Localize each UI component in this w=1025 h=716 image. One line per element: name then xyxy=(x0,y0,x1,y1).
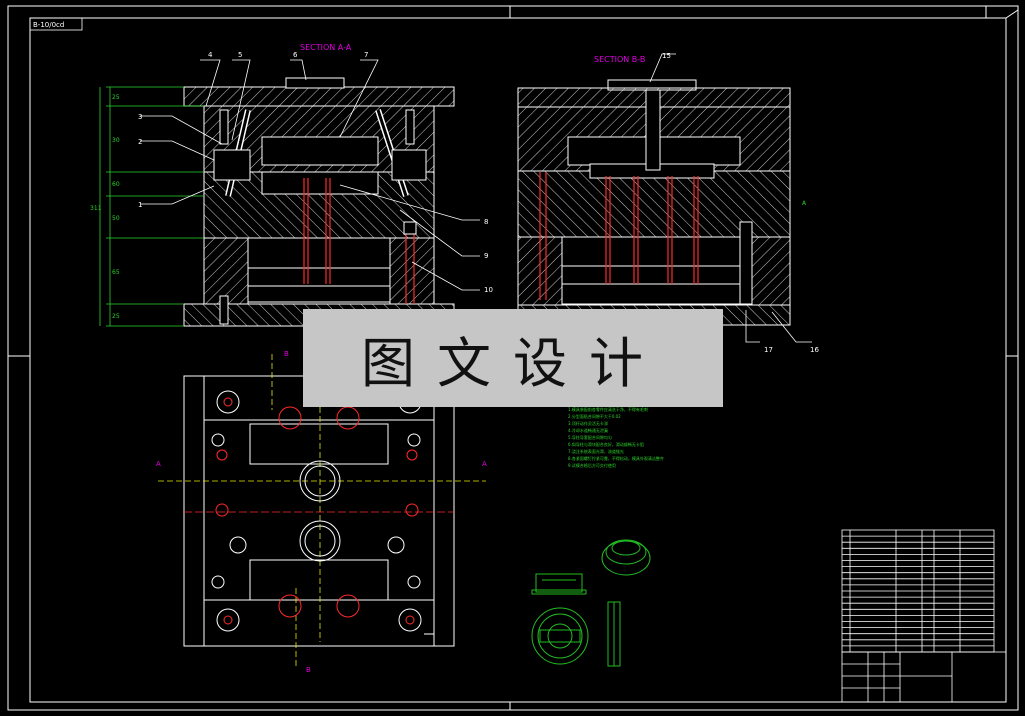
tech-note-line: 6.斜导柱与滑块配合良好，滑动顺畅无卡阻 xyxy=(568,441,644,447)
section-aa-title: SECTION A-A xyxy=(300,43,352,52)
tech-note-line: 3.顶杆动作灵活无卡滞 xyxy=(568,420,608,426)
part-number: 16 xyxy=(810,346,819,354)
part-number: 8 xyxy=(484,218,488,226)
dim-label: 50 xyxy=(112,215,120,222)
dim-label: 25 xyxy=(112,94,120,101)
dim-label: 30 xyxy=(112,137,120,144)
section-marker: A xyxy=(482,460,487,468)
dim-label: 25 xyxy=(112,313,120,320)
top-clamp-plate xyxy=(183,86,455,107)
tech-note-line: 9.试模合格后方可交付使用 xyxy=(568,462,616,468)
part-number: 17 xyxy=(764,346,773,354)
part-number: 6 xyxy=(293,51,298,59)
watermark-banner: 图文设计 xyxy=(303,309,723,407)
tech-note-line: 2.分型面贴合间隙不大于0.02 xyxy=(568,413,621,419)
part-number: 1 xyxy=(138,201,142,209)
code-box: B-10/0cd xyxy=(29,17,83,31)
tech-note-line: 4.冷却水道畅通无泄漏 xyxy=(568,427,608,433)
technical-notes: 技术要求 1.模具装配前各零件应清洗干净，不得有毛刺 2.分型面贴合间隙不大于0… xyxy=(568,399,664,468)
title-block xyxy=(841,529,1007,703)
part-views xyxy=(531,539,651,667)
side-mark: A xyxy=(802,200,807,207)
part-number: 9 xyxy=(484,252,488,260)
watermark-text: 图文设计 xyxy=(361,331,665,395)
dim-label: 60 xyxy=(112,181,120,188)
spacer-block-left xyxy=(203,237,249,305)
spacer-block-right xyxy=(389,237,435,305)
dim-label: 65 xyxy=(112,269,120,276)
tech-note-line: 8.各紧固螺钉拧紧可靠，不得松动，模具外观清洁整齐 xyxy=(568,455,664,461)
section-bb-title: SECTION B-B xyxy=(594,55,645,64)
part-number: 10 xyxy=(484,286,493,294)
section-marker: B xyxy=(284,350,289,358)
part-number: 4 xyxy=(208,51,213,59)
section-aa-view: SECTION A-A xyxy=(90,43,493,327)
part-number: 5 xyxy=(238,51,242,59)
section-marker: B xyxy=(306,666,311,674)
tech-note-line: 1.模具装配前各零件应清洗干净，不得有毛刺 xyxy=(568,406,648,412)
part-number: 7 xyxy=(364,51,368,59)
part-number: 2 xyxy=(138,138,142,146)
code-box-label: B-10/0cd xyxy=(33,21,64,29)
dim-label: 311 xyxy=(90,205,102,212)
tech-note-line: 5.导柱导套配合间隙均匀 xyxy=(568,434,612,440)
part-number: 15 xyxy=(662,52,671,60)
drawing-frame xyxy=(7,5,1019,711)
section-marker: A xyxy=(156,460,161,468)
part-number: 3 xyxy=(138,113,142,121)
tech-note-line: 7.浇注系统表面光滑，流道抛光 xyxy=(568,448,624,454)
